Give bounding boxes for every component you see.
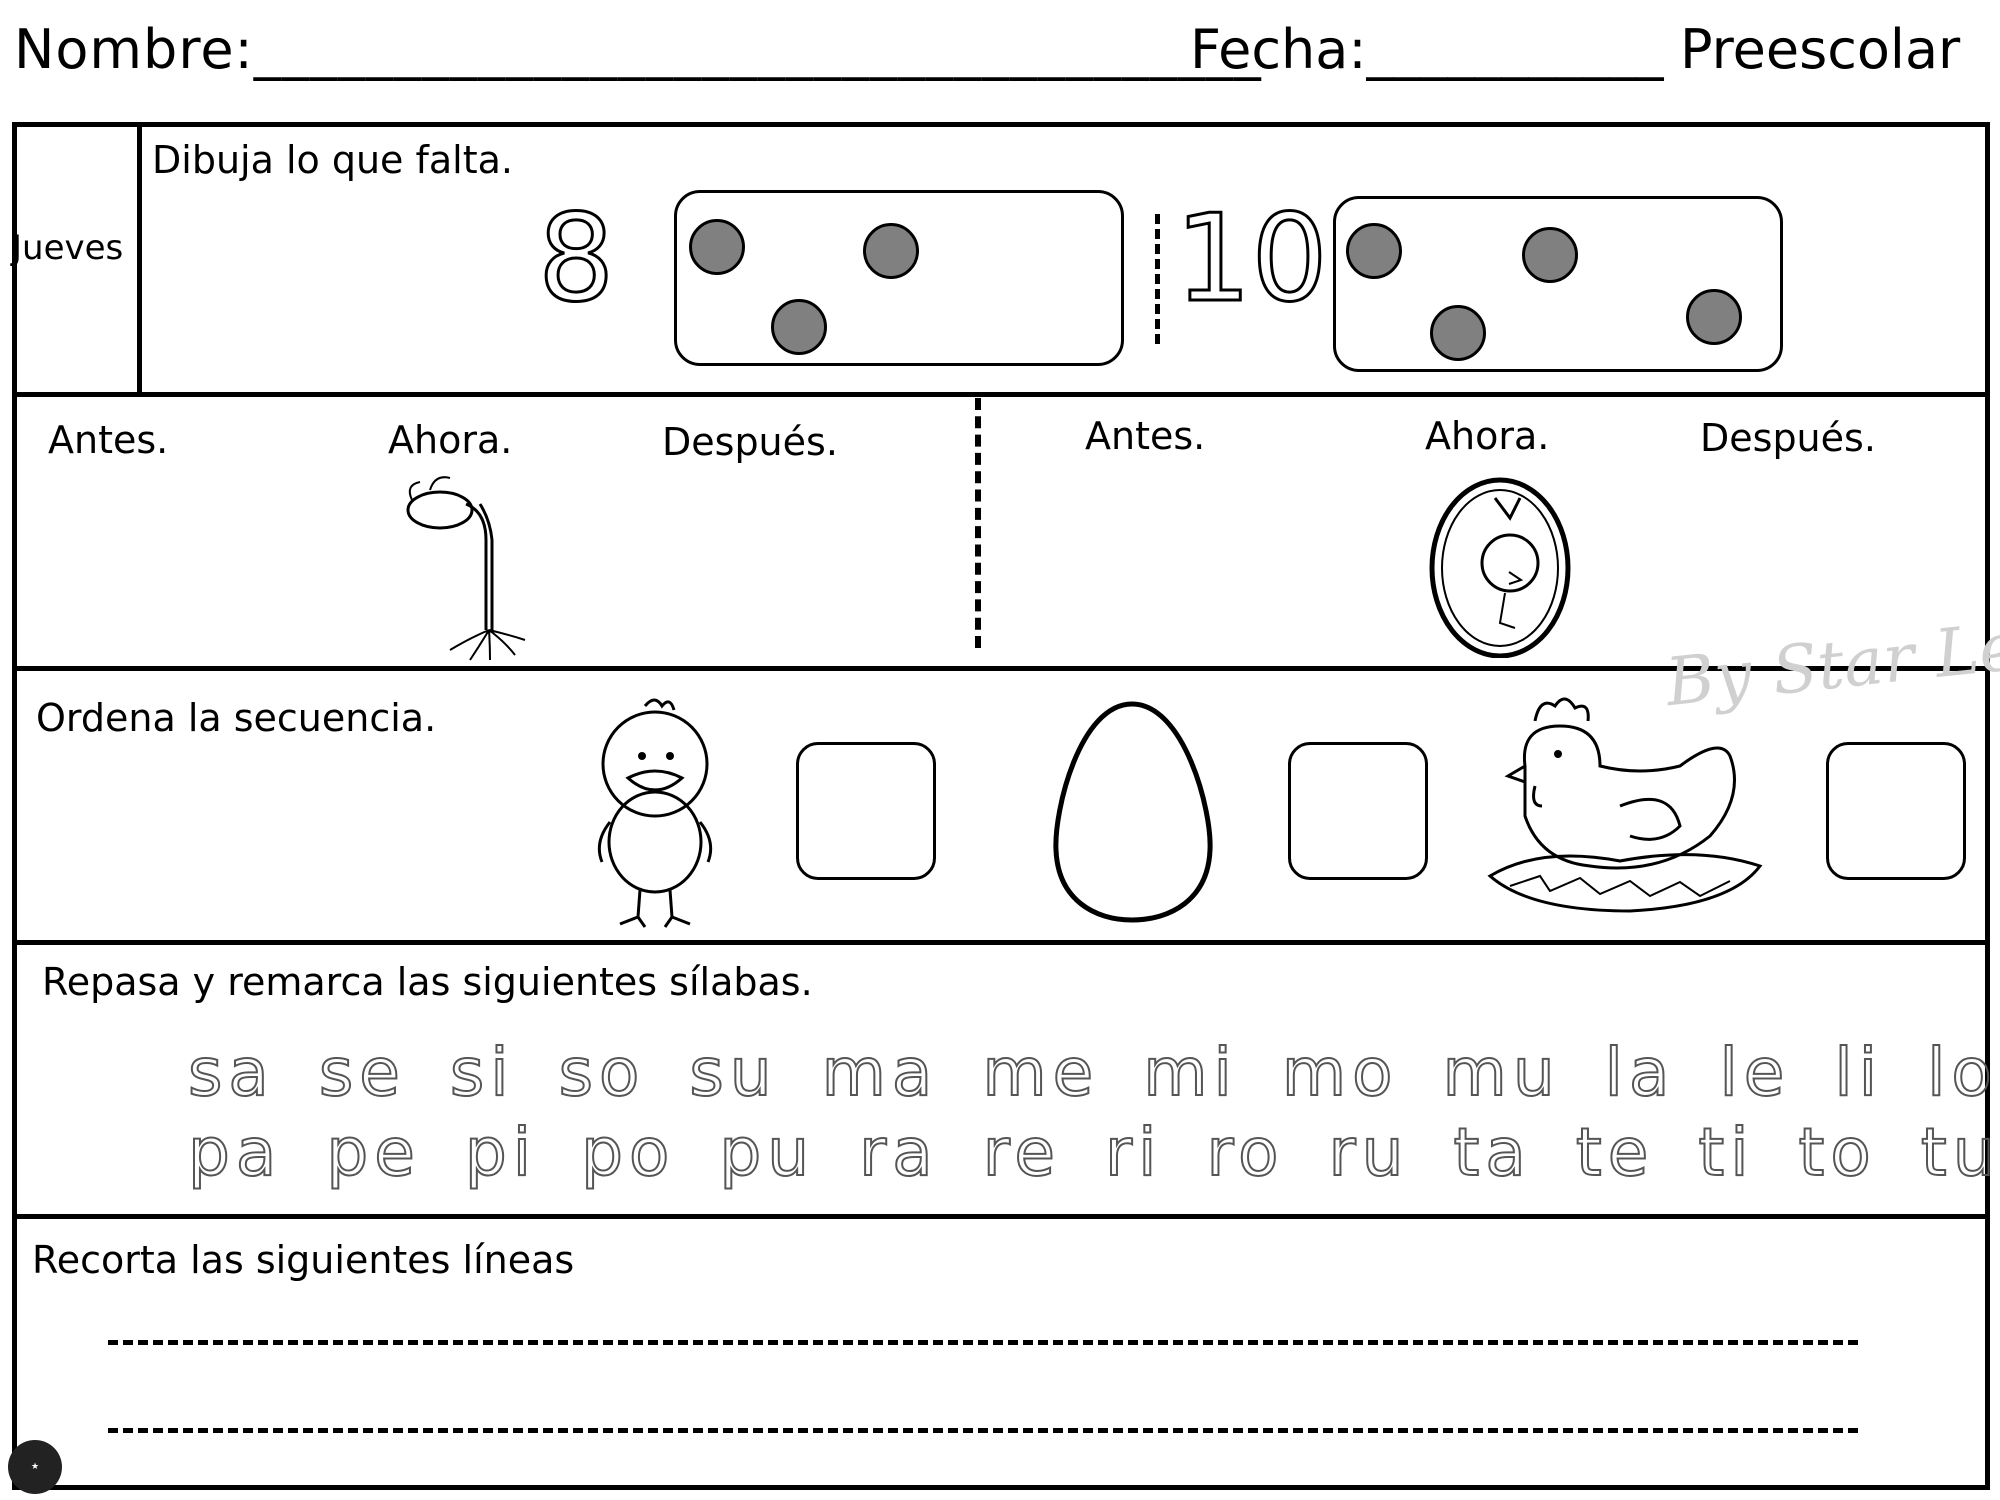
dot	[1686, 289, 1742, 345]
syllable: sa	[187, 1033, 275, 1112]
dot	[689, 219, 745, 275]
traced-number-10: 10	[1174, 189, 1330, 331]
syllable: si	[449, 1033, 515, 1112]
syllable: ti	[1697, 1113, 1755, 1192]
dot-box-10	[1333, 196, 1783, 372]
syllable: po	[580, 1113, 676, 1192]
syllable: to	[1798, 1113, 1877, 1192]
syllable: ri	[1104, 1113, 1163, 1192]
grade-label: Preescolar	[1680, 18, 1961, 81]
cut-lines-instruction: Recorta las siguientes líneas	[32, 1238, 575, 1282]
syllable: le	[1718, 1033, 1791, 1112]
syllable: mi	[1142, 1033, 1238, 1112]
date-label: Fecha:___________	[1190, 18, 1664, 81]
row-divider-4	[12, 1214, 1990, 1219]
dot	[1346, 223, 1402, 279]
syllable: ra	[858, 1113, 939, 1192]
syllable: su	[688, 1033, 778, 1112]
syllable: te	[1575, 1113, 1655, 1192]
dot	[771, 299, 827, 355]
syllable: pi	[464, 1113, 538, 1192]
syllable: re	[982, 1113, 1061, 1192]
syllable: pu	[718, 1113, 816, 1192]
name-label: Nombre:_________________________________…	[14, 18, 1262, 81]
syllable: ta	[1453, 1113, 1532, 1192]
answer-box-2[interactable]	[1288, 742, 1428, 880]
after-label-right: Después.	[1700, 416, 1876, 460]
row-divider-3	[12, 940, 1990, 945]
chick-icon	[597, 698, 713, 928]
hatching-egg-icon	[1429, 477, 1571, 658]
syllable: lo	[1926, 1033, 1998, 1112]
syllable: so	[558, 1033, 646, 1112]
syllable: li	[1833, 1033, 1884, 1112]
before-label-left: Antes.	[48, 418, 169, 462]
dot-box-8	[674, 190, 1124, 366]
before-label-right: Antes.	[1085, 414, 1206, 458]
after-label-left: Después.	[662, 420, 838, 464]
syllable: me	[981, 1033, 1100, 1112]
syllable: se	[318, 1033, 406, 1112]
traced-number-8: 8	[536, 189, 615, 331]
syllable: ru	[1328, 1113, 1410, 1192]
syllables-line-1: sasesisosumamemimomulalelilolu	[187, 1033, 2000, 1112]
syllable: la	[1604, 1033, 1676, 1112]
egg-icon	[1053, 701, 1213, 923]
row-divider-2	[12, 666, 1990, 671]
answer-box-1[interactable]	[796, 742, 936, 880]
trace-syllables-instruction: Repasa y remarca las siguientes sílabas.	[42, 960, 813, 1004]
sequence-divider	[975, 398, 981, 648]
number-divider	[1155, 214, 1160, 344]
syllable: pe	[325, 1113, 421, 1192]
dot	[1430, 305, 1486, 361]
syllable: mo	[1281, 1033, 1399, 1112]
answer-box-3[interactable]	[1826, 742, 1966, 880]
sprout-icon	[406, 476, 526, 661]
syllable: ma	[821, 1033, 939, 1112]
now-label-right: Ahora.	[1425, 414, 1550, 458]
dot	[1522, 227, 1578, 283]
draw-missing-instruction: Dibuja lo que falta.	[152, 138, 513, 182]
row-divider-1	[12, 392, 1990, 397]
dot	[863, 223, 919, 279]
order-sequence-instruction: Ordena la secuencia.	[36, 696, 437, 740]
now-label-left: Ahora.	[388, 418, 513, 462]
worksheet-frame	[12, 122, 1990, 1490]
cut-line-2[interactable]	[108, 1428, 1858, 1433]
syllable: tu	[1920, 1113, 2000, 1192]
day-column-divider	[137, 122, 142, 394]
day-label: Jueves	[12, 228, 124, 268]
brand-logo: ★	[8, 1440, 62, 1494]
hen-on-nest-icon	[1487, 697, 1763, 913]
syllable: pa	[187, 1113, 283, 1192]
cut-line-1[interactable]	[108, 1340, 1858, 1345]
syllable: ro	[1205, 1113, 1285, 1192]
syllable: mu	[1442, 1033, 1561, 1112]
